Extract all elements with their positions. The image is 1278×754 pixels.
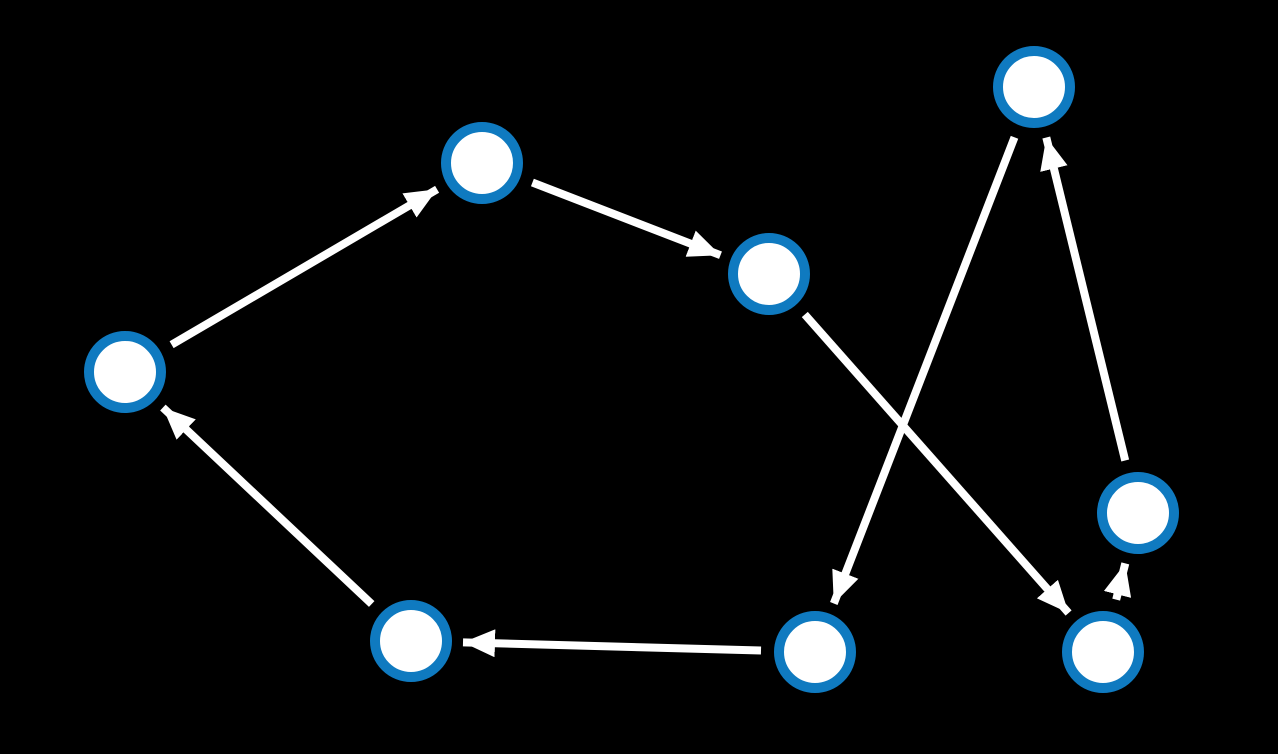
node-bottom-left <box>370 600 452 682</box>
edge-node-top-right-to-node-bottom-middle <box>830 135 1019 605</box>
edge-node-bottom-right-to-node-right <box>1103 562 1132 601</box>
node-bottom-right <box>1062 611 1144 693</box>
edge-node-bottom-left-to-node-left <box>160 404 375 607</box>
node-bottom-middle <box>774 611 856 693</box>
node-top-right <box>993 46 1075 128</box>
node-middle <box>728 233 810 315</box>
edge-node-top-to-node-middle <box>530 178 722 259</box>
node-top <box>441 122 523 204</box>
edge-node-bottom-middle-to-node-bottom-left <box>462 629 762 658</box>
edge-node-left-to-node-top <box>169 185 440 349</box>
node-right <box>1097 472 1179 554</box>
edge-node-right-to-node-top-right <box>1040 136 1130 462</box>
edge-node-middle-to-node-bottom-right <box>801 311 1072 616</box>
node-left <box>84 331 166 413</box>
